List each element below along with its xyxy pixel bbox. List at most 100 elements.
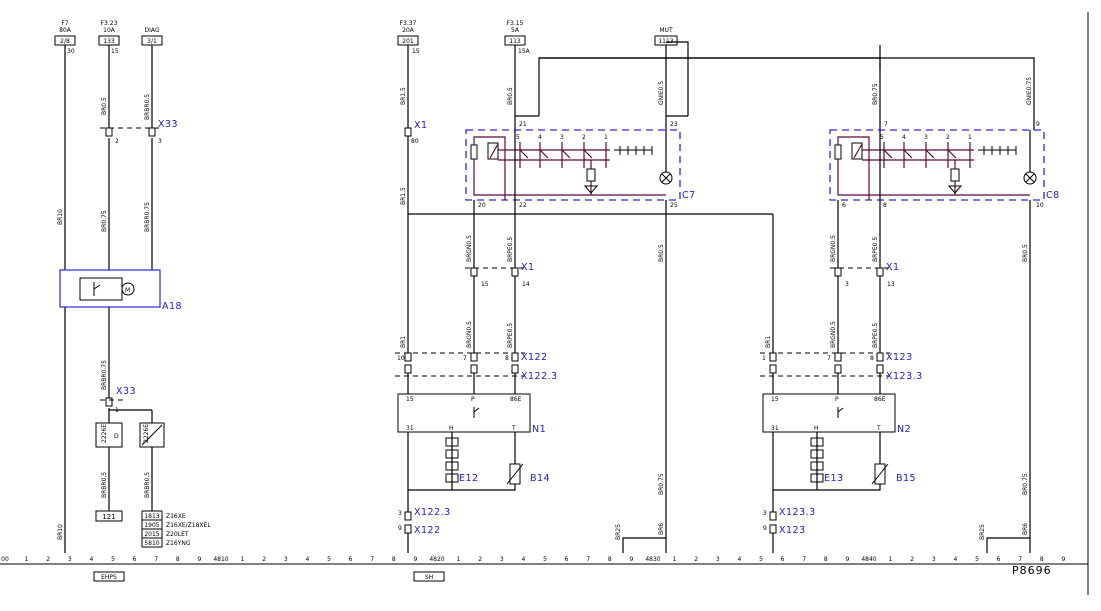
svg-text:1: 1 [762, 355, 766, 362]
scale-number: 4 [89, 556, 93, 563]
scale-number: 9 [413, 556, 417, 563]
svg-text:15: 15 [771, 396, 779, 403]
svg-text:DIAG: DIAG [144, 27, 159, 34]
scale-number: 4840 [861, 556, 876, 563]
label-e13: E13 [824, 473, 844, 484]
label-x1-top: X1 [414, 120, 428, 131]
svg-text:4: 4 [538, 134, 542, 141]
scale-number: 7 [370, 556, 374, 563]
svg-text:86E: 86E [510, 396, 522, 403]
scale-number: 8 [176, 556, 180, 563]
svg-text:20: 20 [478, 202, 486, 209]
svg-text:MUT: MUT [659, 27, 673, 34]
module-n2: 15 P 86E 31 H T N2 [762, 393, 911, 435]
svg-text:201: 201 [402, 38, 414, 45]
scale-number: 8 [608, 556, 612, 563]
svg-text:BRPE0.5: BRPE0.5 [872, 323, 879, 348]
svg-text:1813: 1813 [144, 513, 159, 520]
scale-number: 6 [781, 556, 785, 563]
scale-number: 5 [975, 556, 979, 563]
svg-text:15A: 15A [518, 48, 531, 55]
heater-e12: E12 [445, 437, 478, 484]
svg-text:D: D [114, 433, 119, 440]
svg-text:3: 3 [845, 281, 849, 288]
scale-number: 5 [759, 556, 763, 563]
svg-text:15: 15 [406, 396, 414, 403]
label-b15: B15 [896, 473, 916, 484]
scale-number: 8 [1040, 556, 1044, 563]
scale-number: 3 [500, 556, 504, 563]
svg-text:BRBR0.5: BRBR0.5 [144, 472, 151, 498]
svg-text:BR6: BR6 [1022, 523, 1029, 535]
svg-text:BR1: BR1 [400, 336, 407, 348]
svg-text:2: 2 [115, 138, 119, 145]
fuse-f3-37: F3.37 20A 201 15 [397, 20, 420, 55]
scale-number: 1 [457, 556, 461, 563]
svg-text:8: 8 [883, 202, 887, 209]
svg-text:9: 9 [763, 525, 767, 532]
svg-text:80: 80 [411, 138, 419, 145]
ref-121: 121 [95, 510, 123, 522]
svg-text:20A: 20A [402, 27, 415, 34]
fuse-diag: DIAG 3/1 [141, 27, 163, 46]
svg-text:P: P [471, 396, 475, 403]
svg-text:X123.3: X123.3 [779, 507, 816, 518]
svg-text:8: 8 [870, 355, 874, 362]
svg-text:86E: 86E [874, 396, 886, 403]
svg-text:2: 2 [582, 134, 586, 141]
svg-text:BRPE0.5: BRPE0.5 [507, 323, 514, 348]
scale-number: 3 [932, 556, 936, 563]
svg-text:BR0.75: BR0.75 [1022, 473, 1029, 495]
connector-x122-bottom: 3 X122.3 9 X122 [398, 507, 451, 536]
svg-text:3/1: 3/1 [147, 38, 157, 45]
connector-x33-lower: 1 X33 [100, 386, 136, 414]
connector-x33-upper: 2 3 X33 [100, 119, 178, 145]
sensor-b15: B15 [871, 463, 916, 485]
svg-text:3: 3 [398, 510, 402, 517]
svg-text:14: 14 [522, 281, 530, 288]
pressure-sensor: 2226E [139, 422, 165, 448]
svg-text:BR1.5: BR1.5 [400, 187, 407, 205]
svg-text:80A: 80A [59, 27, 72, 34]
scale-number: 4 [305, 556, 309, 563]
label-x122: X122 [521, 352, 548, 363]
svg-text:X122.3: X122.3 [414, 507, 451, 518]
section-sh: SH [413, 571, 445, 582]
scale-number: 4 [521, 556, 525, 563]
svg-text:H: H [814, 425, 819, 432]
svg-text:T: T [511, 425, 516, 432]
svg-text:133: 133 [103, 38, 115, 45]
svg-text:8: 8 [505, 355, 509, 362]
svg-text:30: 30 [67, 48, 75, 55]
scale-number: 4820 [429, 556, 444, 563]
svg-text:7: 7 [827, 355, 831, 362]
scale-number: 00 [1, 556, 9, 563]
svg-text:31: 31 [771, 425, 779, 432]
svg-text:5A: 5A [511, 27, 520, 34]
svg-text:Z20LET: Z20LET [166, 531, 189, 538]
svg-text:2226E: 2226E [143, 424, 150, 443]
svg-text:BR0.75: BR0.75 [658, 473, 665, 495]
svg-text:F3.15: F3.15 [507, 20, 524, 27]
svg-text:7: 7 [463, 355, 467, 362]
scale-number: 2 [262, 556, 266, 563]
svg-text:22: 22 [519, 202, 527, 209]
svg-text:BRGN0.5: BRGN0.5 [830, 235, 837, 262]
svg-text:BRBR0.75: BRBR0.75 [144, 202, 151, 232]
scale-number: 1 [241, 556, 245, 563]
scale-number: 7 [154, 556, 158, 563]
label-a18: A18 [162, 301, 182, 312]
svg-text:Z16XE: Z16XE [166, 513, 186, 520]
svg-text:BR0.75: BR0.75 [872, 83, 879, 105]
svg-text:113: 113 [509, 38, 521, 45]
svg-text:4: 4 [902, 134, 906, 141]
connector-x122: 10 7 8 X122 X122.3 [395, 352, 557, 382]
svg-text:3: 3 [560, 134, 564, 141]
svg-text:10: 10 [397, 355, 405, 362]
scale-number: 1 [25, 556, 29, 563]
svg-text:BR0.5: BR0.5 [658, 244, 665, 262]
svg-text:10: 10 [1036, 202, 1044, 209]
svg-text:Z16YNG: Z16YNG [166, 540, 191, 547]
